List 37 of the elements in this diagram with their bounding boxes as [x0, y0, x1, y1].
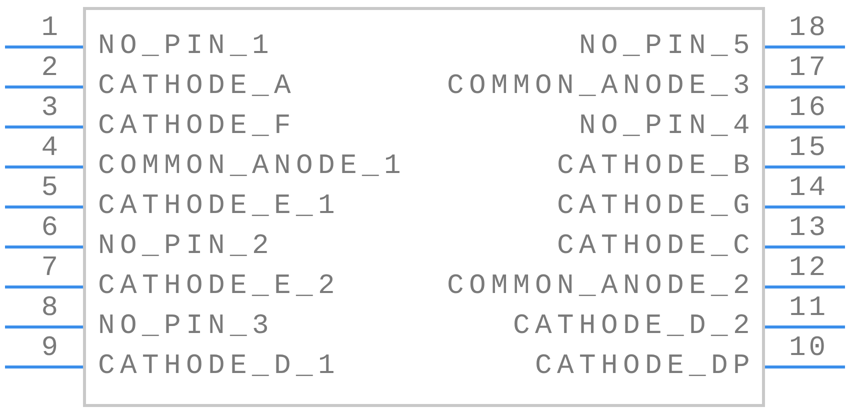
pin-name: NO_PIN_2 — [98, 232, 274, 262]
pin-name: CATHODE_E_2 — [98, 272, 340, 302]
pin-number: 7 — [41, 254, 61, 284]
pin-name: COMMON_ANODE_2 — [446, 272, 755, 302]
pin-name: CATHODE_D_1 — [98, 352, 340, 382]
pin-number: 8 — [41, 294, 61, 324]
pin-name: CATHODE_DP — [534, 352, 755, 382]
pin-number: 9 — [41, 334, 61, 364]
pin-number: 5 — [41, 174, 61, 204]
pin-number: 6 — [41, 214, 61, 244]
pin-name: CATHODE_F — [98, 112, 296, 142]
pin-number: 15 — [789, 134, 829, 164]
pin-name: COMMON_ANODE_3 — [446, 72, 755, 102]
pin-name: NO_PIN_4 — [578, 112, 755, 142]
pin-number: 2 — [41, 54, 61, 84]
pin-number: 3 — [41, 94, 61, 124]
pin-name: NO_PIN_3 — [98, 312, 274, 342]
pin-number: 11 — [789, 294, 829, 324]
pin-number: 16 — [789, 94, 829, 124]
pin-name: CATHODE_B — [556, 152, 755, 182]
pin-number: 13 — [789, 214, 829, 244]
pin-name: NO_PIN_5 — [578, 32, 755, 62]
pin-name: CATHODE_G — [556, 192, 755, 222]
pin-number: 4 — [41, 134, 61, 164]
pin-number: 18 — [789, 14, 829, 44]
pin-name: COMMON_ANODE_1 — [98, 152, 406, 182]
pin-number: 12 — [789, 254, 829, 284]
pin-name: CATHODE_D_2 — [512, 312, 755, 342]
pin-name: NO_PIN_1 — [98, 32, 274, 62]
pin-number: 14 — [789, 174, 829, 204]
pin-name: CATHODE_E_1 — [98, 192, 340, 222]
component-body — [83, 7, 765, 407]
pin-number: 17 — [789, 54, 829, 84]
pin-name: CATHODE_C — [556, 232, 755, 262]
pin-name: CATHODE_A — [98, 72, 296, 102]
pin-number: 10 — [789, 334, 829, 364]
pin-number: 1 — [41, 14, 61, 44]
